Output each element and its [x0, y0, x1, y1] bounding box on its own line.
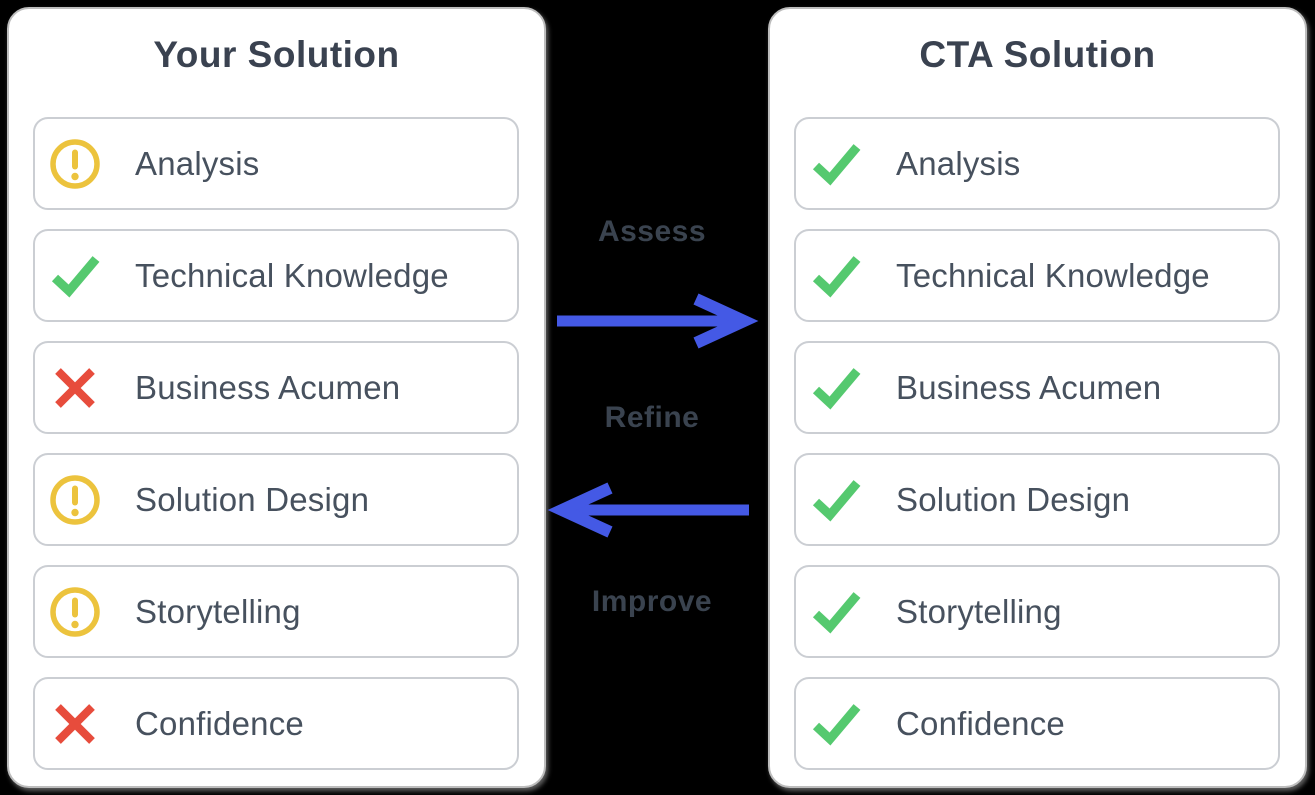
skill-card: Confidence [33, 677, 519, 770]
skill-label: Solution Design [135, 480, 370, 518]
check-icon [809, 361, 863, 415]
check-icon [809, 249, 863, 303]
skill-label: Confidence [135, 704, 304, 742]
skill-card: Business Acumen [794, 341, 1280, 434]
skill-card: Business Acumen [33, 341, 519, 434]
skill-label: Business Acumen [135, 368, 401, 406]
check-icon [809, 473, 863, 527]
skill-label: Storytelling [135, 592, 301, 630]
skill-label: Confidence [896, 704, 1065, 742]
skill-card: Technical Knowledge [794, 229, 1280, 322]
arrow-right-icon [556, 293, 759, 349]
warning-icon [48, 473, 102, 527]
cross-icon [48, 361, 102, 415]
check-icon [809, 137, 863, 191]
skill-card: Solution Design [794, 453, 1280, 546]
skill-card: Analysis [33, 117, 519, 210]
skill-label: Storytelling [896, 592, 1062, 630]
cross-icon [48, 697, 102, 751]
flow-label-improve: Improve [591, 585, 713, 618]
skill-card: Storytelling [794, 565, 1280, 658]
skill-label: Analysis [135, 144, 260, 182]
skill-label: Technical Knowledge [896, 256, 1210, 294]
skill-card: Analysis [794, 117, 1280, 210]
skill-label: Business Acumen [896, 368, 1162, 406]
panel-title-cta-solution: CTA Solution [919, 34, 1156, 75]
skill-card: Solution Design [33, 453, 519, 546]
skill-label: Analysis [896, 144, 1021, 182]
check-icon [809, 697, 863, 751]
check-icon [809, 585, 863, 639]
arrow-left-icon [547, 482, 750, 538]
flow-label-assess: Assess [597, 215, 707, 248]
warning-icon [48, 585, 102, 639]
warning-icon [48, 137, 102, 191]
skill-label: Solution Design [896, 480, 1131, 518]
flow-label-refine: Refine [604, 401, 700, 434]
skill-card: Technical Knowledge [33, 229, 519, 322]
check-icon [48, 249, 102, 303]
skill-label: Technical Knowledge [135, 256, 449, 294]
skill-card: Storytelling [33, 565, 519, 658]
skill-card: Confidence [794, 677, 1280, 770]
panel-title-your-solution: Your Solution [153, 34, 400, 75]
